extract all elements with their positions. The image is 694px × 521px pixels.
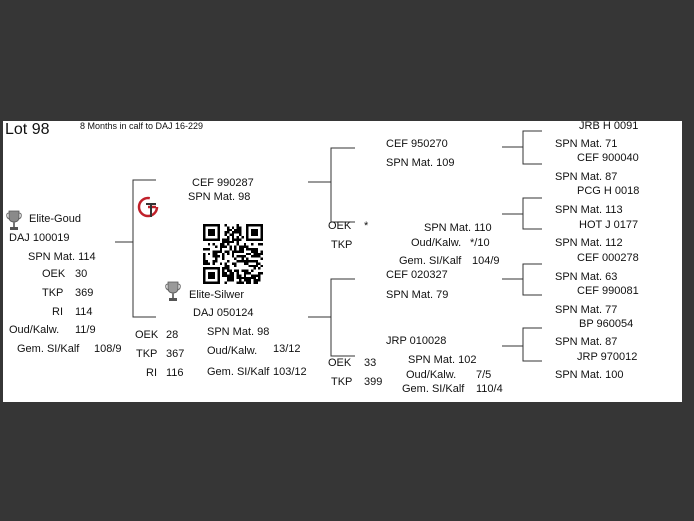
dd-gem-label: Gem. SI/Kalf xyxy=(402,383,465,395)
gen4-entry: BP 960054 xyxy=(579,318,634,330)
animal-tkp-label: TKP xyxy=(42,287,64,299)
animal-gem-label: Gem. SI/Kalf xyxy=(17,343,80,355)
gen4-entry: SPN Mat. 77 xyxy=(555,304,618,316)
pedigree-connector-lines xyxy=(115,130,542,362)
ss-id: CEF 950270 xyxy=(386,138,448,150)
sd-oud-value: */10 xyxy=(470,237,490,249)
ss-spn: SPN Mat. 109 xyxy=(386,157,455,169)
ds-spn: SPN Mat. 79 xyxy=(386,289,449,301)
dd-spn: SPN Mat. 102 xyxy=(408,354,477,366)
gen4-entry: HOT J 0177 xyxy=(579,219,639,231)
sd-oek-value: * xyxy=(364,220,369,232)
animal-id: DAJ 100019 xyxy=(9,232,70,244)
lot-number: Lot 98 xyxy=(5,121,50,138)
ds-id: CEF 020327 xyxy=(386,269,448,281)
gen4-entry: CEF 000278 xyxy=(577,252,639,264)
gen4-entry: SPN Mat. 100 xyxy=(555,369,624,381)
animal-ri-label: RI xyxy=(52,306,63,318)
dd-oek-value: 33 xyxy=(364,357,377,369)
dd-id: JRP 010028 xyxy=(386,335,447,347)
dam-award: Elite-Silwer xyxy=(189,289,245,301)
gen4-entry: SPN Mat. 87 xyxy=(555,336,618,348)
animal-spn: SPN Mat. 114 xyxy=(28,251,96,263)
dd-oek-label: OEK xyxy=(328,357,352,369)
dam-oud-value: 13/12 xyxy=(273,343,301,355)
animal-oud-label: Oud/Kalw. xyxy=(9,324,60,336)
gen4-entry: JRP 970012 xyxy=(577,351,638,363)
sire-spn: SPN Mat. 98 xyxy=(188,191,251,203)
dam-spn: SPN Mat. 98 xyxy=(207,326,270,338)
gen4-entry: SPN Mat. 87 xyxy=(555,171,618,183)
dam-oud-label: Oud/Kalw. xyxy=(207,345,258,357)
pregnancy-note: 8 Months in calf to DAJ 16-229 xyxy=(80,121,204,131)
dam-tkp-label: TKP xyxy=(136,348,158,360)
animal-oek-value: 30 xyxy=(75,268,88,280)
dam-gem-value: 103/12 xyxy=(273,366,307,378)
dd-tkp-label: TKP xyxy=(331,376,353,388)
dam-ri-value: 116 xyxy=(166,367,184,379)
sd-spn: SPN Mat. 110 xyxy=(424,222,492,234)
animal-award: Elite-Goud xyxy=(29,213,81,225)
trophy-icon xyxy=(6,210,22,230)
gen4-entry: SPN Mat. 63 xyxy=(555,271,618,283)
sd-oek-label: OEK xyxy=(328,220,352,232)
qr-code-icon xyxy=(203,224,263,284)
sd-oud-label: Oud/Kalw. xyxy=(411,237,462,249)
animal-gem-value: 108/9 xyxy=(94,343,122,355)
gen4-entry: CEF 990081 xyxy=(577,285,639,297)
pedigree-card: Lot 98 8 Months in calf to DAJ 16-229 El… xyxy=(3,121,682,402)
gen4-entry: SPN Mat. 71 xyxy=(555,138,618,150)
dam-id: DAJ 050124 xyxy=(193,307,254,319)
dd-oud-label: Oud/Kalw. xyxy=(406,369,457,381)
dd-oud-value: 7/5 xyxy=(476,369,492,381)
gen4-entry: SPN Mat. 113 xyxy=(555,204,623,216)
gen4-entry: JRB H 0091 xyxy=(579,121,639,132)
animal-oud-value: 11/9 xyxy=(75,324,96,336)
dam-oek-label: OEK xyxy=(135,329,159,341)
dam-gem-label: Gem. SI/Kalf xyxy=(207,366,270,378)
gen4-entry: SPN Mat. 112 xyxy=(555,237,623,249)
gen4-entry: CEF 900040 xyxy=(577,152,639,164)
sd-gem-label: Gem. SI/Kalf xyxy=(399,255,462,267)
animal-ri-value: 114 xyxy=(75,306,93,318)
dd-gem-value: 110/4 xyxy=(476,383,503,395)
sd-tkp-label: TKP xyxy=(331,239,353,251)
dd-tkp-value: 399 xyxy=(364,376,383,388)
dam-tkp-value: 367 xyxy=(166,348,185,360)
dam-ri-label: RI xyxy=(146,367,157,379)
animal-tkp-value: 369 xyxy=(75,287,94,299)
sire-id: CEF 990287 xyxy=(192,177,254,189)
breeder-logo-icon xyxy=(137,196,159,218)
animal-oek-label: OEK xyxy=(42,268,66,280)
dam-oek-value: 28 xyxy=(166,329,179,341)
trophy-icon xyxy=(165,281,181,301)
sd-gem-value: 104/9 xyxy=(472,255,500,267)
gen4-entry: PCG H 0018 xyxy=(577,185,640,197)
